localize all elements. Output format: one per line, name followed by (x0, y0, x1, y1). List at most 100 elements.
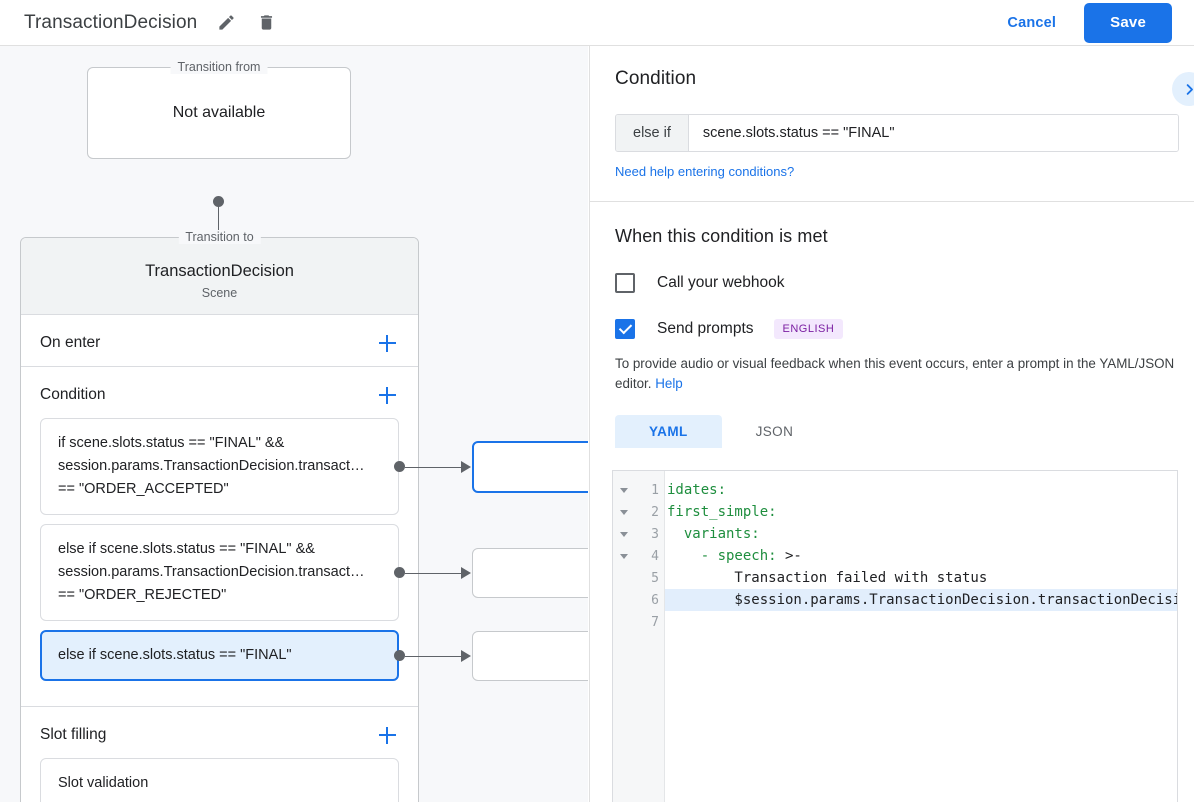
transition-from-legend: Transition from (170, 60, 268, 74)
chevron-right-icon[interactable] (1172, 72, 1194, 106)
line-number: 3 (651, 526, 659, 542)
list-item[interactable]: if scene.slots.status == "FINAL" && sess… (40, 418, 399, 515)
fold-triangle-icon[interactable] (613, 532, 635, 537)
scene-card-header: TransactionDecision Scene (21, 238, 418, 315)
connector-line (405, 655, 461, 657)
code-line: idates: (665, 479, 1177, 501)
code-line: variants: (665, 523, 1177, 545)
connector-arrow-icon (461, 460, 471, 473)
code-line: first_simple: (665, 501, 1177, 523)
connector-dot (394, 567, 405, 578)
call-webhook-row[interactable]: Call your webhook (615, 273, 1169, 293)
section-title: On enter (40, 334, 101, 351)
code-token-key: variants: (667, 526, 760, 542)
code-token-plain: >- (776, 548, 802, 564)
condition-input[interactable] (688, 115, 1178, 151)
send-prompts-label: Send prompts (657, 320, 754, 337)
code-token-key: idates: (667, 482, 727, 498)
line-number: 6 (651, 592, 659, 608)
gutter-line: 4 (613, 545, 664, 567)
code-token-key: first_simple: (667, 504, 777, 520)
transition-target-box[interactable] (472, 630, 588, 681)
page-title: TransactionDecision (24, 11, 198, 33)
gutter-line: 3 (613, 523, 664, 545)
condition-expression-row: else if (615, 114, 1179, 152)
gutter-line: 6 (613, 589, 664, 611)
plus-icon[interactable] (375, 383, 399, 407)
scene-kind: Scene (201, 286, 238, 300)
editor-line-gutter: 1 2 3 4 5 6 7 (613, 471, 665, 802)
code-line (665, 611, 1177, 633)
plus-icon[interactable] (375, 723, 399, 747)
prompts-help-link[interactable]: Help (655, 376, 683, 391)
line-number: 1 (651, 482, 659, 498)
condition-prefix-label: else if (616, 115, 689, 151)
line-number: 7 (651, 614, 659, 630)
when-condition-heading: When this condition is met (615, 226, 828, 246)
call-webhook-checkbox[interactable] (615, 273, 635, 293)
section-title: Condition (40, 386, 106, 403)
section-items: if scene.slots.status == "FINAL" && sess… (21, 418, 418, 692)
section-header: Slot filling (21, 707, 418, 758)
tab-yaml[interactable]: YAML (615, 415, 722, 448)
top-bar-actions: Cancel Save (993, 2, 1194, 43)
prompts-hint-text: To provide audio or visual feedback when… (615, 354, 1175, 394)
connector-line (405, 572, 461, 574)
transition-to-scene-card: Transition to TransactionDecision Scene … (20, 230, 419, 802)
transition-to-legend: Transition to (178, 230, 261, 244)
tab-json[interactable]: JSON (755, 424, 794, 439)
transition-from-value: Not available (172, 104, 266, 121)
scene-section-condition: Condition if scene.slots.status == "FINAL… (21, 367, 418, 707)
connector-dot (394, 461, 405, 472)
list-item[interactable]: else if scene.slots.status == "FINAL" &&… (40, 524, 399, 621)
gutter-line: 2 (613, 501, 664, 523)
gutter-line: 7 (613, 611, 664, 633)
gutter-line: 5 (613, 567, 664, 589)
section-header: Condition (21, 367, 418, 418)
condition-help-link[interactable]: Need help entering conditions? (615, 164, 795, 179)
section-header: On enter (21, 315, 418, 366)
connector-arrow-icon (461, 649, 471, 662)
connector-dot (394, 650, 405, 661)
scene-canvas: Transition from Not available Transition… (0, 46, 588, 802)
editor-format-tabs: YAML JSON (615, 415, 1169, 448)
code-token-plain: $session.params.TransactionDecision.tran… (734, 592, 1177, 608)
fold-triangle-icon[interactable] (613, 554, 635, 559)
fold-triangle-icon[interactable] (613, 488, 635, 493)
line-number: 4 (651, 548, 659, 564)
trash-icon[interactable] (253, 10, 279, 36)
plus-icon[interactable] (375, 331, 399, 355)
save-button[interactable]: Save (1084, 2, 1172, 43)
code-line: - speech: >- (665, 545, 1177, 567)
connector-line (405, 466, 461, 468)
transition-target-box[interactable] (472, 547, 588, 598)
yaml-code-editor[interactable]: 1 2 3 4 5 6 7 idates: first_simple: variants: -… (612, 470, 1178, 802)
prompts-hint-body: To provide audio or visual feedback when… (615, 356, 1175, 391)
scene-section-on-enter: On enter (21, 315, 418, 367)
section-title: Slot filling (40, 726, 107, 743)
list-item[interactable]: else if scene.slots.status == "FINAL" (40, 630, 399, 681)
condition-panel-top: Condition else if Need help entering con… (590, 46, 1194, 202)
transition-target-box[interactable] (472, 440, 588, 493)
call-webhook-label: Call your webhook (657, 274, 785, 291)
line-number: 2 (651, 504, 659, 520)
pencil-icon[interactable] (213, 10, 239, 36)
top-bar: TransactionDecision Cancel Save (0, 0, 1194, 46)
line-number: 5 (651, 570, 659, 586)
send-prompts-row[interactable]: Send prompts ENGLISH (615, 319, 1169, 339)
code-token-key: - speech: (667, 548, 777, 564)
language-badge: ENGLISH (773, 319, 844, 339)
scene-name: TransactionDecision (145, 262, 294, 280)
cancel-button[interactable]: Cancel (993, 7, 1070, 39)
fold-triangle-icon[interactable] (613, 510, 635, 515)
code-token-plain: Transaction failed with status (667, 570, 988, 586)
list-item[interactable]: Slot validation (40, 758, 399, 802)
panel-divider (590, 201, 1194, 202)
code-line: $session.params.TransactionDecision.tran… (665, 589, 1177, 611)
connector-arrow-icon (461, 566, 471, 579)
send-prompts-checkbox[interactable] (615, 319, 635, 339)
editor-code-area[interactable]: idates: first_simple: variants: - speech:… (665, 471, 1177, 802)
section-items: Slot validation (21, 758, 418, 802)
